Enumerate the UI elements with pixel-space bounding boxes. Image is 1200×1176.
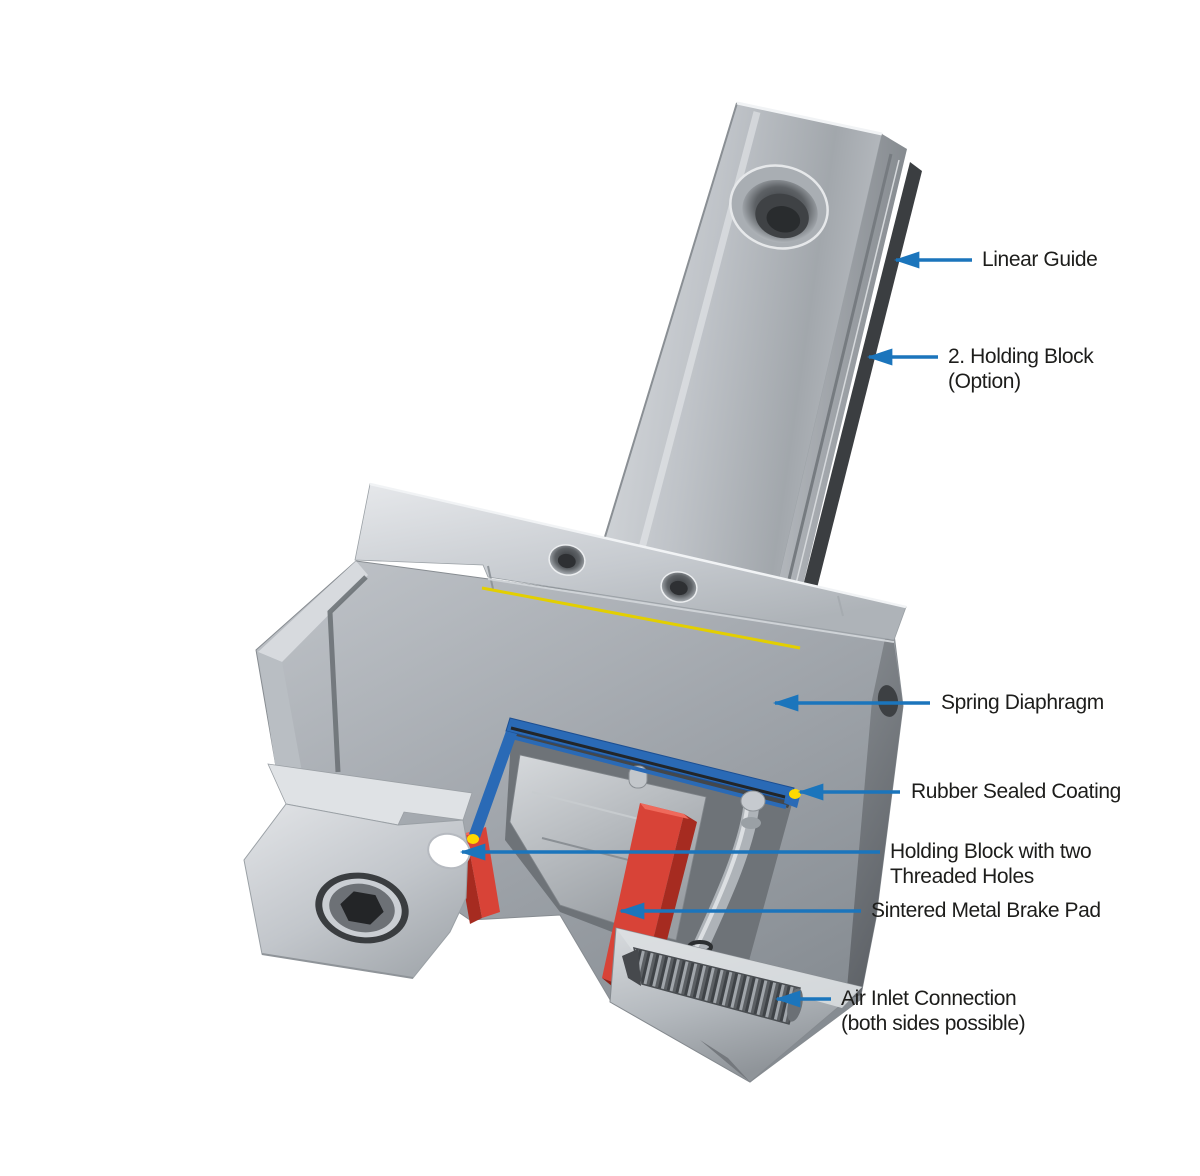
side-hole	[877, 685, 899, 717]
top-clamping-plate	[354, 482, 907, 650]
rubber-seal-right	[789, 789, 801, 799]
rail-mounting-hole	[729, 164, 829, 250]
label-line: (both sides possible)	[841, 1012, 1026, 1035]
label-air-inlet: Air Inlet Connection (both sides possibl…	[841, 986, 1026, 1036]
bottom-block	[609, 927, 864, 1083]
socket-head-screw	[315, 872, 409, 944]
second-holding-block-plate	[800, 162, 922, 604]
label-spring-diaphragm: Spring Diaphragm	[941, 690, 1104, 715]
label-rubber-sealed-coating: Rubber Sealed Coating	[911, 779, 1121, 804]
label-line: Sintered Metal Brake Pad	[871, 899, 1101, 922]
callout-arrows	[459, 251, 972, 1008]
countersunk-screw-1	[548, 544, 586, 576]
label-linear-guide: Linear Guide	[982, 247, 1098, 272]
label-holding-block-threaded: Holding Block with two Threaded Holes	[890, 839, 1092, 889]
label-line: Linear Guide	[982, 248, 1098, 271]
label-sintered-brake-pad: Sintered Metal Brake Pad	[871, 898, 1101, 923]
label-line: 2. Holding Block	[948, 345, 1094, 368]
label-line: Rubber Sealed Coating	[911, 780, 1121, 803]
label-line: (Option)	[948, 370, 1021, 393]
spring-diaphragm-sheet	[469, 717, 800, 838]
label-line: Spring Diaphragm	[941, 691, 1104, 714]
front-holding-block	[243, 763, 473, 979]
label-line: Air Inlet Connection	[841, 987, 1017, 1010]
label-line: Threaded Holes	[890, 865, 1034, 888]
label-second-holding-block: 2. Holding Block (Option)	[948, 344, 1094, 394]
label-line: Holding Block with two	[890, 840, 1092, 863]
linear-guide-rail	[599, 101, 922, 604]
rubber-seal-line	[481, 586, 801, 650]
countersunk-screw-2	[660, 571, 698, 603]
rubber-seal-left	[467, 834, 479, 844]
